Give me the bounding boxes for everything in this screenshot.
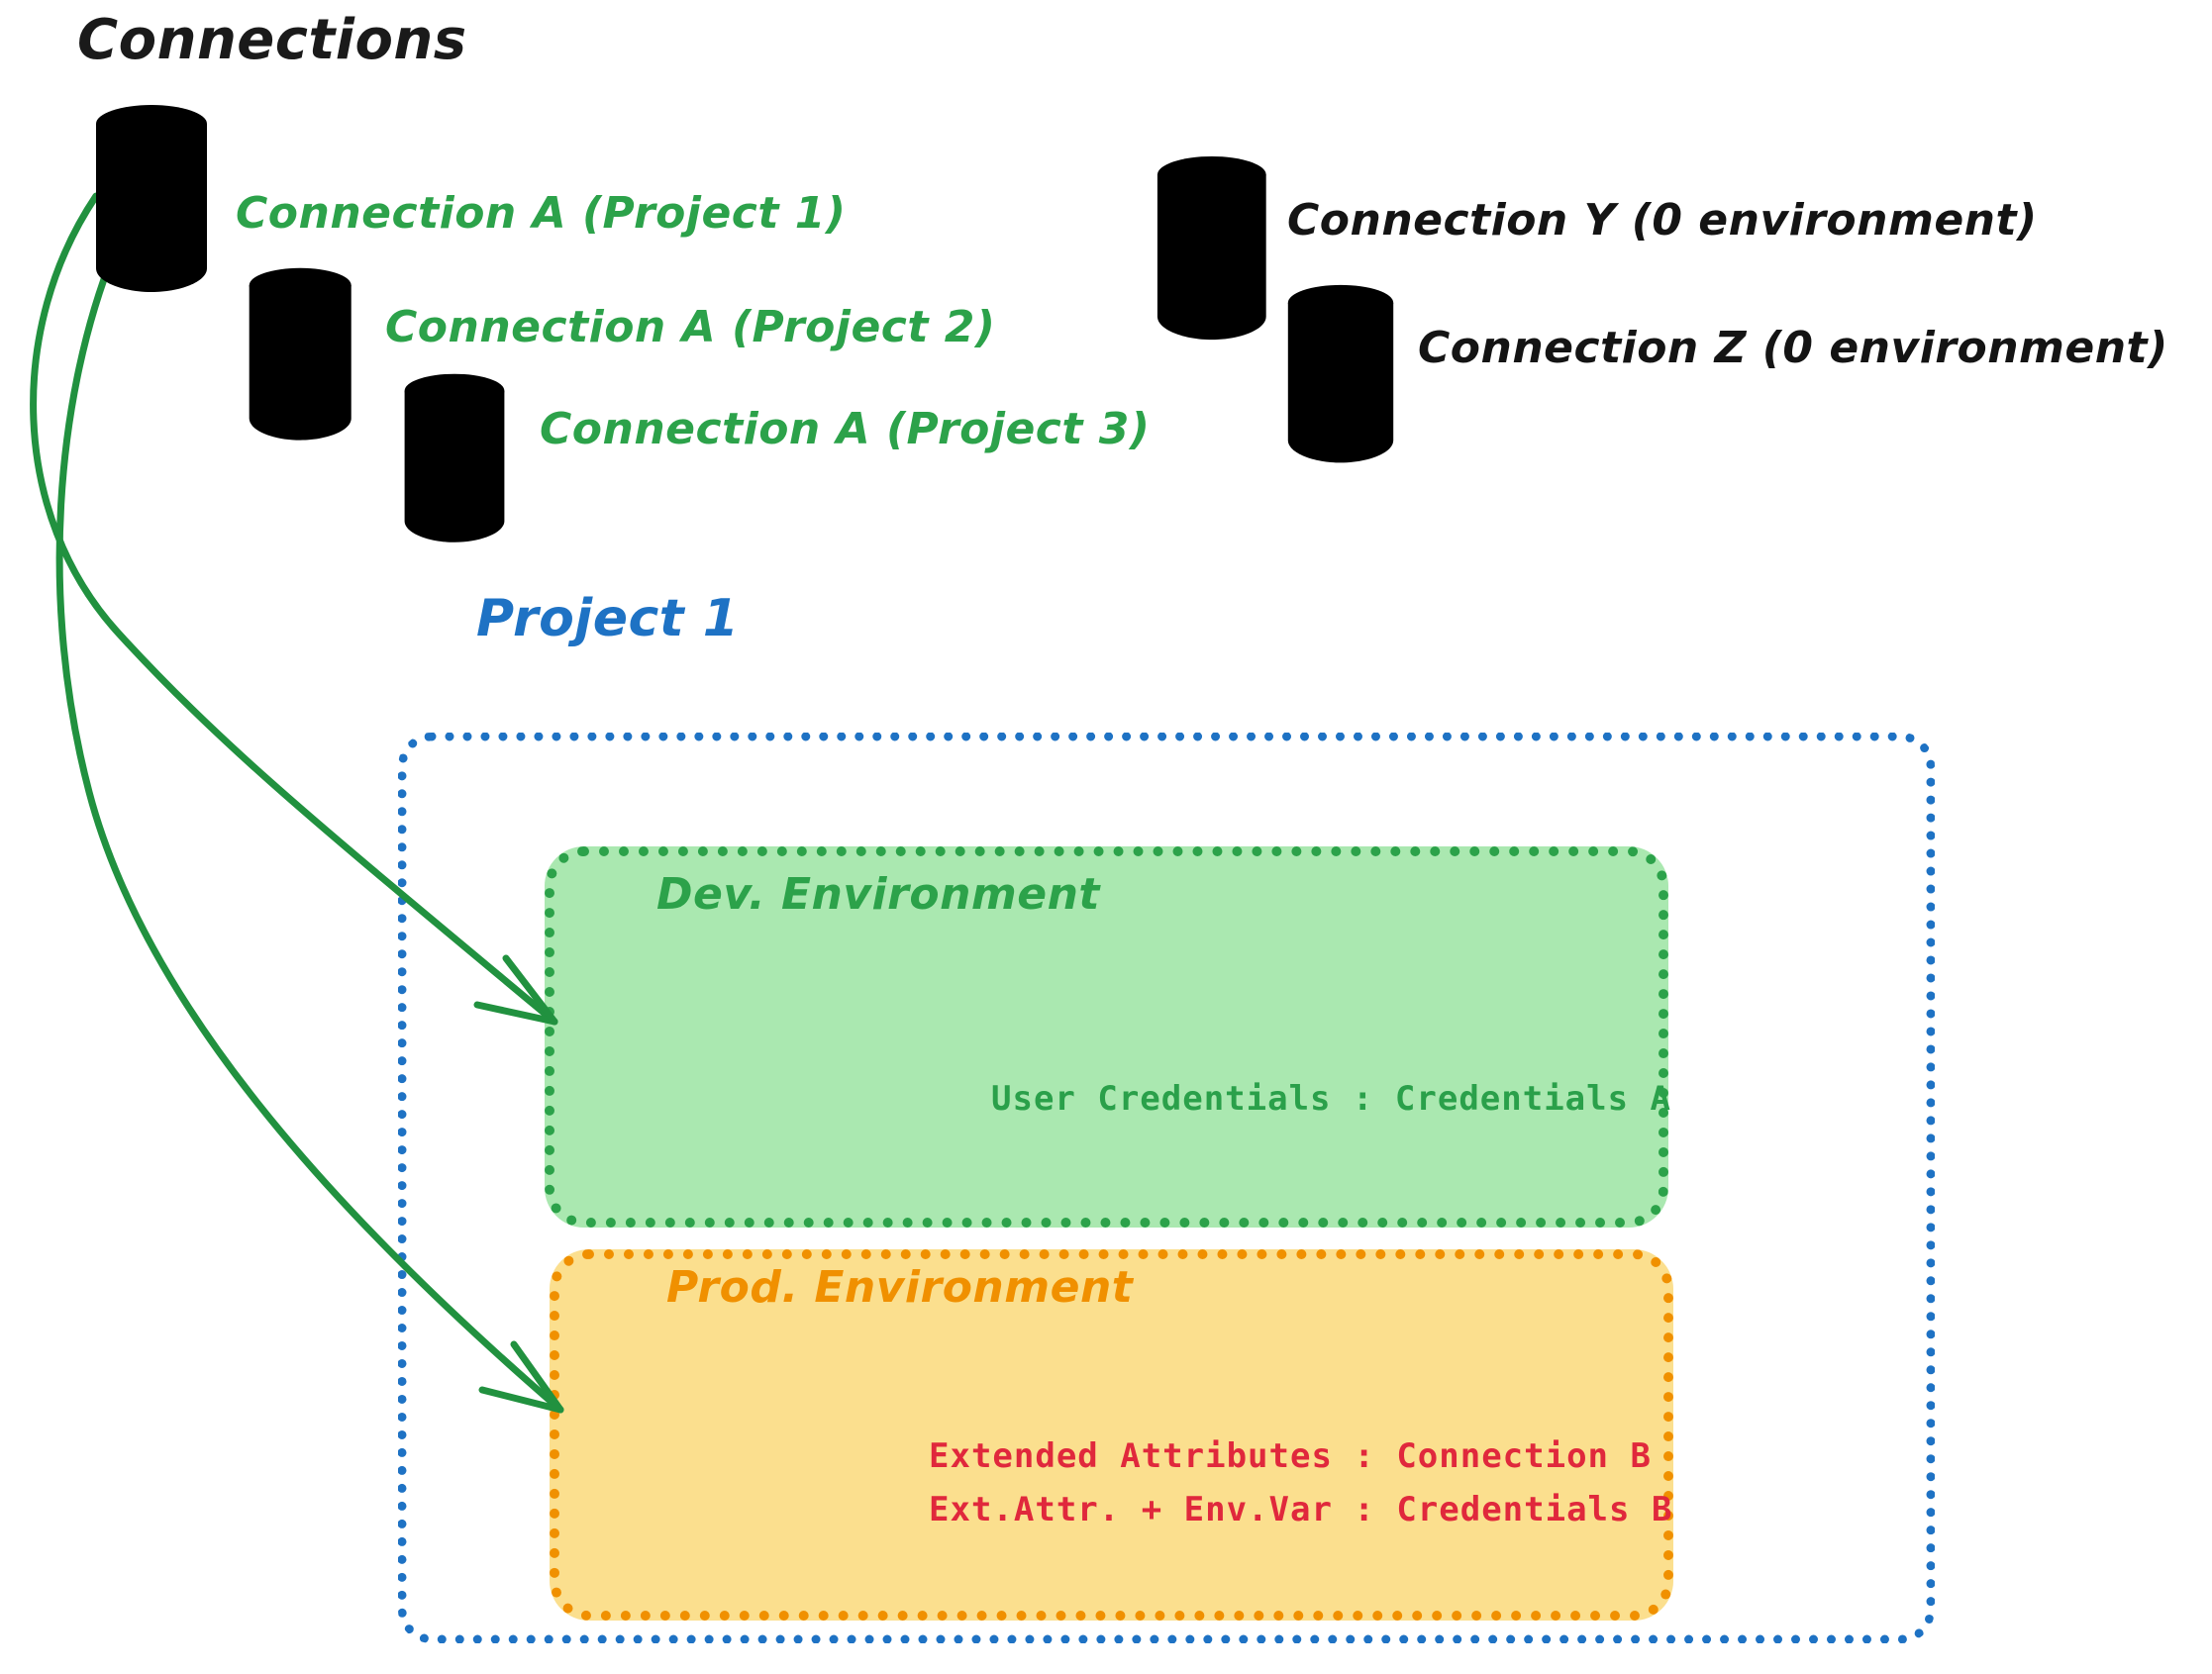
prod-environment-extended-attributes-line: Extended Attributes : Connection B (929, 1436, 1652, 1476)
database-cylinder-icon-connection-z[interactable] (1287, 284, 1394, 463)
database-cylinder-icon-connection-a-project-3[interactable] (404, 373, 505, 542)
dev-environment-box[interactable] (545, 846, 1668, 1228)
connection-label-y: Connection Y (0 environment) (1287, 195, 2038, 246)
prod-environment-env-var-line: Ext.Attr. + Env.Var : Credentials B (929, 1490, 1673, 1529)
prod-environment-title: Prod. Environment (666, 1262, 1134, 1313)
connection-label-a-project-3: Connection A (Project 3) (540, 404, 1151, 454)
connection-label-a-project-2: Connection A (Project 2) (385, 302, 996, 352)
page-title: Connections (77, 8, 467, 72)
project-title: Project 1 (476, 589, 740, 648)
dev-environment-credentials-line: User Credentials : Credentials A (991, 1079, 1672, 1119)
database-cylinder-icon-connection-y[interactable] (1156, 155, 1266, 341)
connection-label-a-project-1: Connection A (Project 1) (236, 188, 847, 239)
prod-environment-box[interactable] (550, 1249, 1673, 1621)
database-cylinder-icon-connection-a-project-2[interactable] (249, 267, 352, 441)
database-cylinder-icon-connection-a-project-1[interactable] (96, 105, 207, 292)
connection-label-z: Connection Z (0 environment) (1418, 323, 2168, 373)
dev-environment-title: Dev. Environment (656, 869, 1100, 920)
